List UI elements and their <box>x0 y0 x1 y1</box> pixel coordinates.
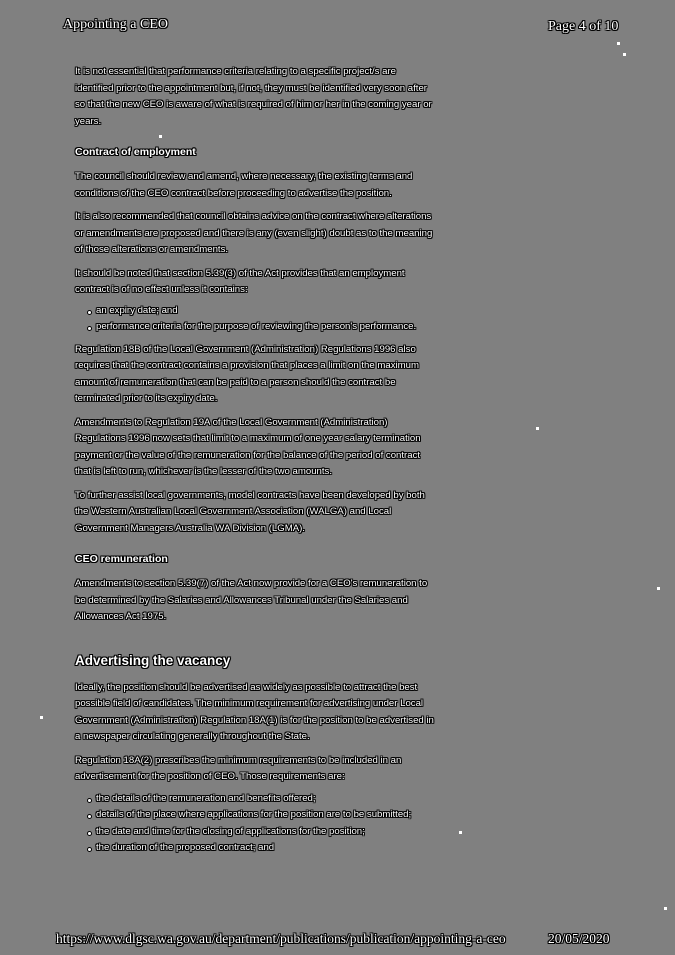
list-item: details of the place where applications … <box>87 807 435 824</box>
document-title: Appointing a CEO <box>63 17 168 32</box>
contract-paragraph: Regulation 18B of the Local Government (… <box>75 343 419 405</box>
document-body: It is not essential that performance cri… <box>75 64 435 863</box>
section-heading-remuneration: CEO remuneration <box>75 553 168 565</box>
contract-requirements-list: an expiry date; and performance criteria… <box>75 303 435 336</box>
list-item: an expiry date; and <box>87 303 435 320</box>
list-item: the details of the remuneration and bene… <box>87 791 435 808</box>
list-item: performance criteria for the purpose of … <box>87 319 435 336</box>
scan-speck <box>617 42 620 45</box>
list-item: the date and time for the closing of app… <box>87 824 435 841</box>
contract-paragraph: The council should review and amend, whe… <box>75 171 413 199</box>
contract-paragraph: It is also recommended that council obta… <box>75 211 433 255</box>
advertisement-requirements-list: the details of the remuneration and bene… <box>75 791 435 857</box>
intro-paragraph: It is not essential that performance cri… <box>75 66 432 127</box>
page-indicator: Page 4 of 10 <box>548 19 619 34</box>
contract-paragraph: It should be noted that section 5.39(3) … <box>75 267 405 296</box>
source-url[interactable]: https://www.dlgsc.wa.gov.au/department/p… <box>56 931 506 946</box>
section-heading-advertising: Advertising the vacancy <box>75 652 231 668</box>
scan-speck <box>657 587 660 590</box>
scan-speck <box>664 907 667 910</box>
scan-speck <box>40 716 43 719</box>
list-item: the duration of the proposed contract; a… <box>87 840 435 857</box>
advertising-paragraph: Ideally, the position should be advertis… <box>75 681 434 743</box>
section-heading-contract: Contract of employment <box>75 146 196 158</box>
contract-paragraph: Amendments to Regulation 19A of the Loca… <box>75 416 421 478</box>
scan-speck <box>159 135 162 138</box>
scan-speck <box>459 831 462 834</box>
contract-paragraph: To further assist local governments, mod… <box>75 489 425 534</box>
scan-speck <box>623 53 626 56</box>
remuneration-paragraph: Amendments to section 5.39(7) of the Act… <box>75 578 428 622</box>
advertising-paragraph: Regulation 18A(2) prescribes the minimum… <box>75 754 402 783</box>
print-date: 20/05/2020 <box>548 931 610 946</box>
scan-speck <box>536 427 539 430</box>
